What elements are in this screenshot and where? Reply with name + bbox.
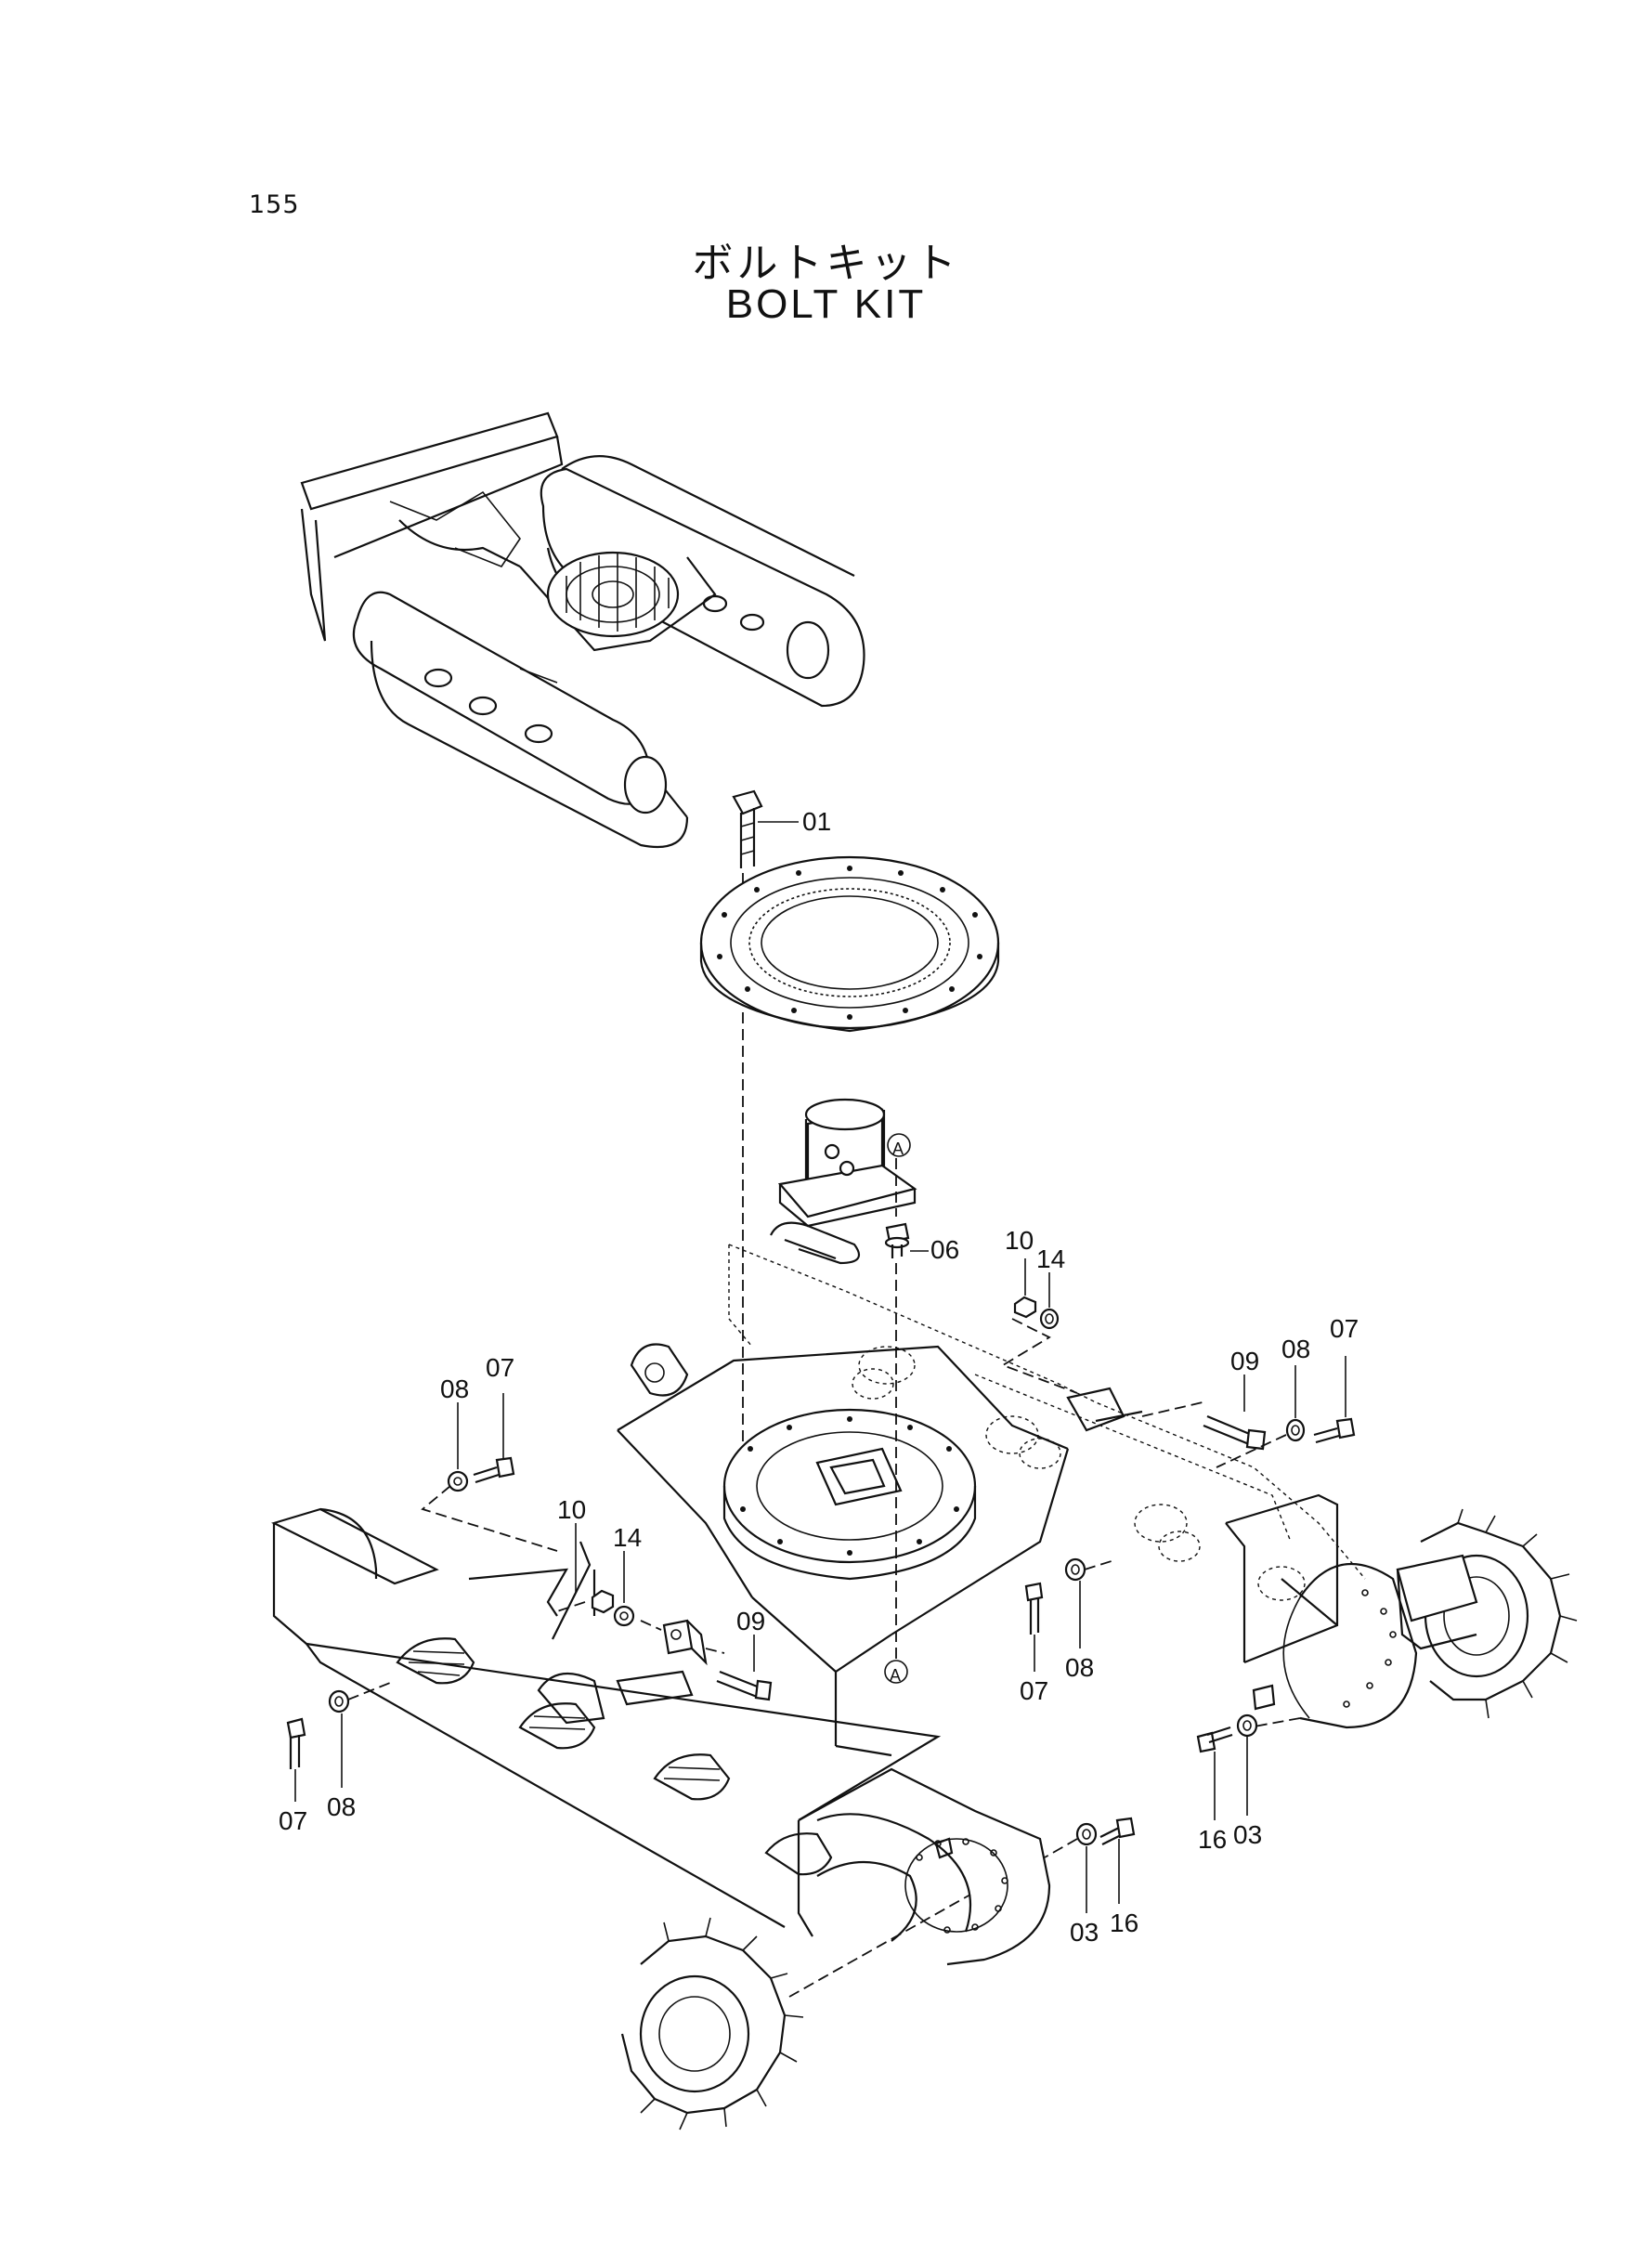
callout-09-right: 09 bbox=[1230, 1347, 1259, 1375]
callout-08-right: 08 bbox=[1281, 1335, 1310, 1363]
nut-10-right bbox=[1013, 1258, 1037, 1319]
callout-14-right: 14 bbox=[1036, 1244, 1065, 1273]
title-english: BOLT KIT bbox=[725, 281, 927, 327]
callout-07-left-bottom: 07 bbox=[279, 1806, 307, 1835]
bolt-07-left-bottom bbox=[286, 1717, 306, 1802]
callout-08-middle: 08 bbox=[1065, 1653, 1094, 1682]
bolt-09-right bbox=[1203, 1375, 1267, 1451]
callout-03-bottom: 03 bbox=[1070, 1918, 1099, 1947]
callout-07-middle: 07 bbox=[1020, 1676, 1048, 1705]
washer-14-right bbox=[1039, 1272, 1060, 1330]
callout-03-right: 03 bbox=[1233, 1820, 1262, 1849]
washer-08-left-bottom bbox=[328, 1689, 350, 1788]
bolt-16-right bbox=[1196, 1726, 1233, 1820]
washer-08-middle bbox=[1064, 1557, 1086, 1648]
marker-a-bottom: A bbox=[890, 1666, 901, 1685]
swing-bearing bbox=[699, 855, 1000, 1033]
callout-16-bottom: 16 bbox=[1110, 1909, 1138, 1937]
callout-10-right: 10 bbox=[1005, 1226, 1034, 1255]
overview-undercarriage bbox=[300, 411, 865, 849]
center-joint: A bbox=[777, 1098, 929, 1258]
callout-07-right: 07 bbox=[1330, 1314, 1359, 1343]
callout-09-left: 09 bbox=[736, 1607, 765, 1635]
washer-08-right bbox=[1285, 1365, 1306, 1442]
callout-08-left-top: 08 bbox=[440, 1375, 469, 1403]
callout-16-right: 16 bbox=[1198, 1825, 1227, 1854]
track-frame: A bbox=[271, 1221, 1578, 2130]
marker-a-top: A bbox=[892, 1140, 904, 1158]
bolt-07-right bbox=[1313, 1356, 1356, 1444]
title-japanese: ボルトキット bbox=[692, 240, 960, 287]
page-number: 155 bbox=[249, 190, 300, 219]
washer-03-bottom bbox=[1075, 1822, 1098, 1913]
callout-08-left-bottom: 08 bbox=[327, 1792, 356, 1821]
bolt-07-middle bbox=[1024, 1582, 1044, 1672]
washer-14-left bbox=[613, 1551, 635, 1627]
callout-07-left-top: 07 bbox=[486, 1353, 514, 1382]
callout-10-left: 10 bbox=[557, 1495, 586, 1524]
bolt-09-left bbox=[716, 1635, 773, 1701]
callout-06: 06 bbox=[930, 1235, 959, 1264]
callout-01: 01 bbox=[802, 807, 831, 836]
bolt-07-left-top bbox=[473, 1393, 515, 1484]
nut-10-left bbox=[575, 1523, 615, 1614]
bolt-16-bottom bbox=[1099, 1817, 1136, 1904]
washer-03-right bbox=[1236, 1713, 1258, 1816]
washer-08-left-top bbox=[447, 1402, 469, 1492]
callout-14-left: 14 bbox=[613, 1523, 642, 1552]
